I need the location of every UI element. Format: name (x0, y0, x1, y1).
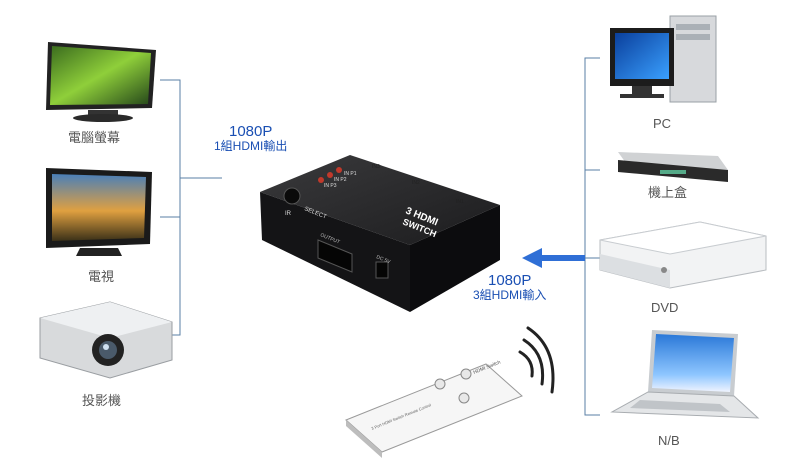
switch-ir-label: IR (285, 211, 292, 217)
ir-signal-icon (518, 326, 555, 394)
switch-led-label-1: IN P1 (344, 171, 357, 177)
switch-dc-label: DC 5V (375, 254, 392, 265)
output-spec-desc: 1組HDMI輸出 (214, 139, 288, 154)
input-spec: 1080P 3組HDMI輸入 (473, 272, 546, 303)
output-spec-resolution: 1080P (228, 123, 273, 140)
input-arrow-icon (522, 248, 585, 268)
output-device-label-tv: 電視 (88, 269, 115, 284)
input-spec-desc: 3組HDMI輸入 (473, 288, 547, 303)
input-device-label-dvd: DVD (651, 300, 679, 315)
laptop-icon (610, 330, 760, 419)
switch-in3-label: IN3 (372, 164, 380, 170)
projector-icon (39, 301, 173, 379)
remote-control-icon (345, 363, 523, 458)
switch-led-label-2: IN P2 (334, 177, 347, 183)
tv-icon (46, 168, 152, 256)
hdmi-switch-box (260, 155, 500, 312)
output-device-label-monitor: 電腦螢幕 (68, 130, 121, 145)
input-device-label-stb: 機上盒 (648, 185, 688, 200)
input-spec-resolution: 1080P (487, 272, 532, 289)
output-device-label-projector: 投影機 (82, 393, 122, 408)
switch-led-label-3: IN P3 (324, 183, 337, 189)
input-connection-lines (584, 57, 600, 416)
output-connection-lines (160, 79, 222, 336)
monitor-icon (46, 42, 156, 122)
dvd-drive-icon (599, 221, 767, 289)
input-device-label-pc: PC (653, 116, 672, 131)
set-top-box-icon (618, 152, 728, 182)
switch-in2-label: IN2 (412, 180, 420, 186)
input-device-label-nb: N/B (658, 433, 680, 448)
desktop-pc-icon (610, 15, 717, 103)
output-spec: 1080P 1組HDMI輸出 (214, 123, 287, 154)
switch-in1-label: IN1 (456, 199, 464, 205)
